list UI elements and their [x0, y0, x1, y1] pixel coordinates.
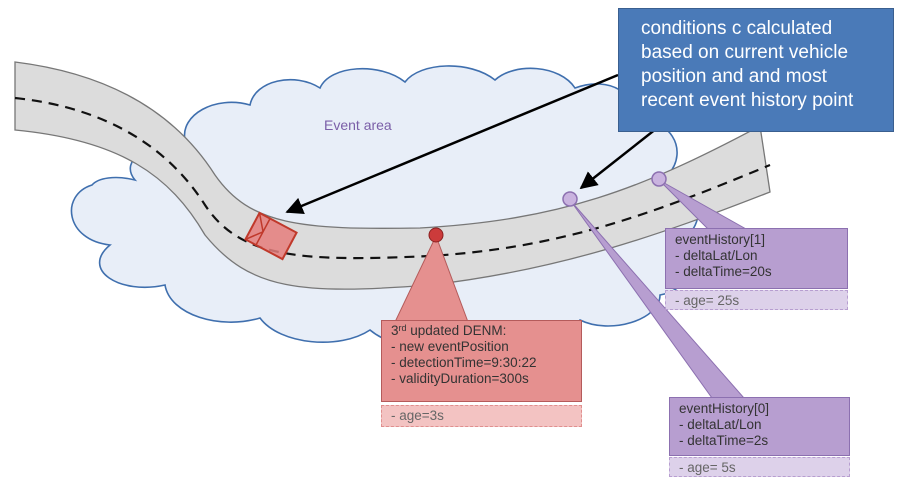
callout-line: conditions c calculated — [641, 18, 833, 39]
arrow-to-vehicle — [285, 73, 619, 215]
event-history-0-title: eventHistory[0] — [679, 401, 770, 416]
event-history-0-age: - age= 5s — [669, 457, 850, 477]
event-history-1-box: eventHistory[1] - deltaLat/Lon - deltaTi… — [665, 228, 848, 289]
conditions-callout: conditions c calculated based on current… — [618, 8, 894, 132]
event-history-0-field: - deltaTime=2s — [679, 433, 769, 448]
event-history-1-age: - age= 25s — [665, 290, 848, 310]
callout-line: position and and most — [641, 66, 827, 87]
event-history-1-title: eventHistory[1] — [675, 232, 766, 247]
event-history-0-field: - deltaLat/Lon — [679, 417, 762, 432]
denm-field: - detectionTime=9:30:22 — [391, 355, 537, 370]
denm-field: - new eventPosition — [391, 339, 509, 354]
road-center-line — [14, 96, 771, 260]
denm-ordinal: 3 — [391, 323, 399, 338]
denm-info-box: 3rd updated DENM: - new eventPosition - … — [381, 320, 582, 402]
denm-field: - validityDuration=300s — [391, 371, 529, 386]
event-history-1-field: - deltaTime=20s — [675, 264, 772, 279]
event-history-1-field: - deltaLat/Lon — [675, 248, 758, 263]
event-history-0-box: eventHistory[0] - deltaLat/Lon - deltaTi… — [669, 397, 850, 456]
event-area-label: Event area — [324, 117, 392, 133]
event-position-point — [428, 227, 444, 243]
denm-title: 3rd updated DENM: — [391, 323, 581, 339]
event-history-1-point — [651, 171, 667, 187]
denm-title-text: updated DENM: — [406, 323, 507, 338]
denm-age: - age=3s — [381, 405, 582, 427]
event-history-0-point — [562, 191, 578, 207]
vehicle — [244, 211, 298, 261]
denm-ordinal-suffix: rd — [398, 323, 407, 333]
callout-line: based on current vehicle — [641, 42, 849, 63]
callout-line: recent event history point — [641, 90, 854, 111]
